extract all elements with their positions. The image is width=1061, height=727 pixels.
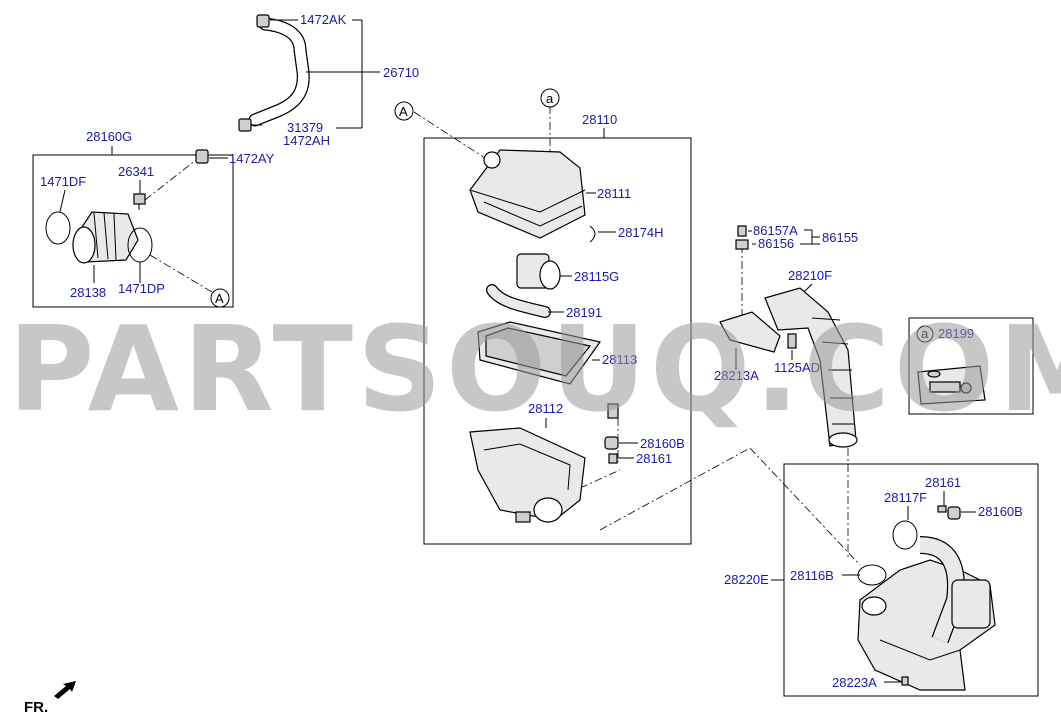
frame-28160G bbox=[32, 154, 234, 308]
bolt-86157A[interactable] bbox=[737, 225, 747, 237]
label-28199: 28199 bbox=[938, 326, 974, 341]
label-28160G: 28160G bbox=[86, 129, 132, 144]
label-28223A: 28223A bbox=[832, 675, 877, 690]
seal-28117F[interactable] bbox=[892, 520, 918, 550]
clip-28174H[interactable] bbox=[589, 225, 596, 243]
label-1472AH: 1472AH bbox=[283, 133, 330, 148]
label-31379: 31379 bbox=[287, 120, 323, 135]
resonator-28220E[interactable] bbox=[857, 536, 996, 691]
label-28117F: 28117F bbox=[884, 490, 927, 505]
resonator-28115G[interactable] bbox=[516, 253, 561, 290]
frame-28110 bbox=[423, 137, 692, 545]
direction-label: FR. bbox=[24, 699, 48, 716]
leader-1471DF bbox=[59, 189, 66, 213]
clip-1472AY[interactable] bbox=[195, 149, 209, 164]
label-26341: 26341 bbox=[118, 164, 154, 179]
label-28160B-a: 28160B bbox=[640, 436, 685, 451]
label-28116B: 28116B bbox=[790, 568, 834, 583]
label-1472AY: 1472AY bbox=[229, 151, 275, 166]
bracket-28213A[interactable] bbox=[719, 311, 781, 353]
label-28161-b: 28161 bbox=[925, 475, 961, 490]
svg-text:a: a bbox=[546, 91, 554, 106]
hose-26710[interactable] bbox=[238, 14, 310, 132]
label-1471DP: 1471DP bbox=[118, 281, 165, 296]
label-28191: 28191 bbox=[566, 305, 602, 320]
label-28112: 28112 bbox=[528, 401, 563, 416]
leaders-26710 bbox=[252, 19, 380, 129]
label-1472AK: 1472AK bbox=[300, 12, 347, 27]
nut-86156[interactable] bbox=[735, 239, 749, 250]
svg-text:A: A bbox=[215, 291, 224, 306]
label-28110: 28110 bbox=[582, 112, 617, 127]
grommet-28160B[interactable] bbox=[604, 436, 619, 450]
collar-28161[interactable] bbox=[608, 453, 618, 464]
callout-a-28199: a bbox=[916, 325, 934, 343]
collar-28161-b[interactable] bbox=[937, 505, 947, 513]
svg-text:a: a bbox=[921, 326, 929, 341]
sensor-26341[interactable] bbox=[133, 193, 146, 210]
watermark: PARTSOUQ.COM bbox=[8, 300, 1061, 438]
callout-A-right: A bbox=[394, 101, 414, 121]
callout-A-left: A bbox=[210, 288, 230, 308]
label-28161-a: 28161 bbox=[636, 451, 672, 466]
duct-28210F[interactable] bbox=[764, 287, 858, 448]
frame-28199 bbox=[908, 317, 1034, 415]
label-28160B-b: 28160B bbox=[978, 504, 1023, 519]
duct-28191[interactable] bbox=[486, 284, 551, 318]
cover-28111[interactable] bbox=[469, 149, 586, 239]
label-28115G: 28115G bbox=[574, 269, 619, 284]
label-28113: 28113 bbox=[602, 352, 637, 367]
svg-text:A: A bbox=[399, 104, 408, 119]
label-28220E: 28220E bbox=[724, 572, 769, 587]
bolt-28160B-top[interactable] bbox=[607, 403, 619, 419]
grommet-28160B-b[interactable] bbox=[947, 506, 961, 520]
label-28138: 28138 bbox=[70, 285, 106, 300]
bolt-1125AD[interactable] bbox=[787, 333, 797, 349]
label-28174H: 28174H bbox=[618, 225, 664, 240]
label-86157A: 86157A bbox=[753, 223, 798, 238]
label-86156: 86156 bbox=[758, 236, 794, 251]
label-28210F: 28210F bbox=[788, 268, 832, 283]
label-28213A: 28213A bbox=[714, 368, 759, 383]
label-1125AD: 1125AD bbox=[774, 360, 820, 375]
filter-28113[interactable] bbox=[477, 321, 602, 385]
label-plate-28199[interactable] bbox=[917, 365, 986, 405]
clamp-1471DF[interactable] bbox=[45, 211, 71, 245]
pad-28223A[interactable] bbox=[901, 676, 909, 686]
label-86155: 86155 bbox=[822, 230, 858, 245]
callout-a-top: a bbox=[540, 88, 560, 108]
hose-28138[interactable] bbox=[72, 211, 139, 264]
label-1471DF: 1471DF bbox=[40, 174, 86, 189]
body-28112[interactable] bbox=[469, 427, 586, 523]
front-arrow-icon bbox=[54, 681, 76, 699]
seal-28116B[interactable] bbox=[857, 564, 887, 586]
label-26710: 26710 bbox=[383, 65, 419, 80]
label-28111: 28111 bbox=[597, 186, 631, 201]
